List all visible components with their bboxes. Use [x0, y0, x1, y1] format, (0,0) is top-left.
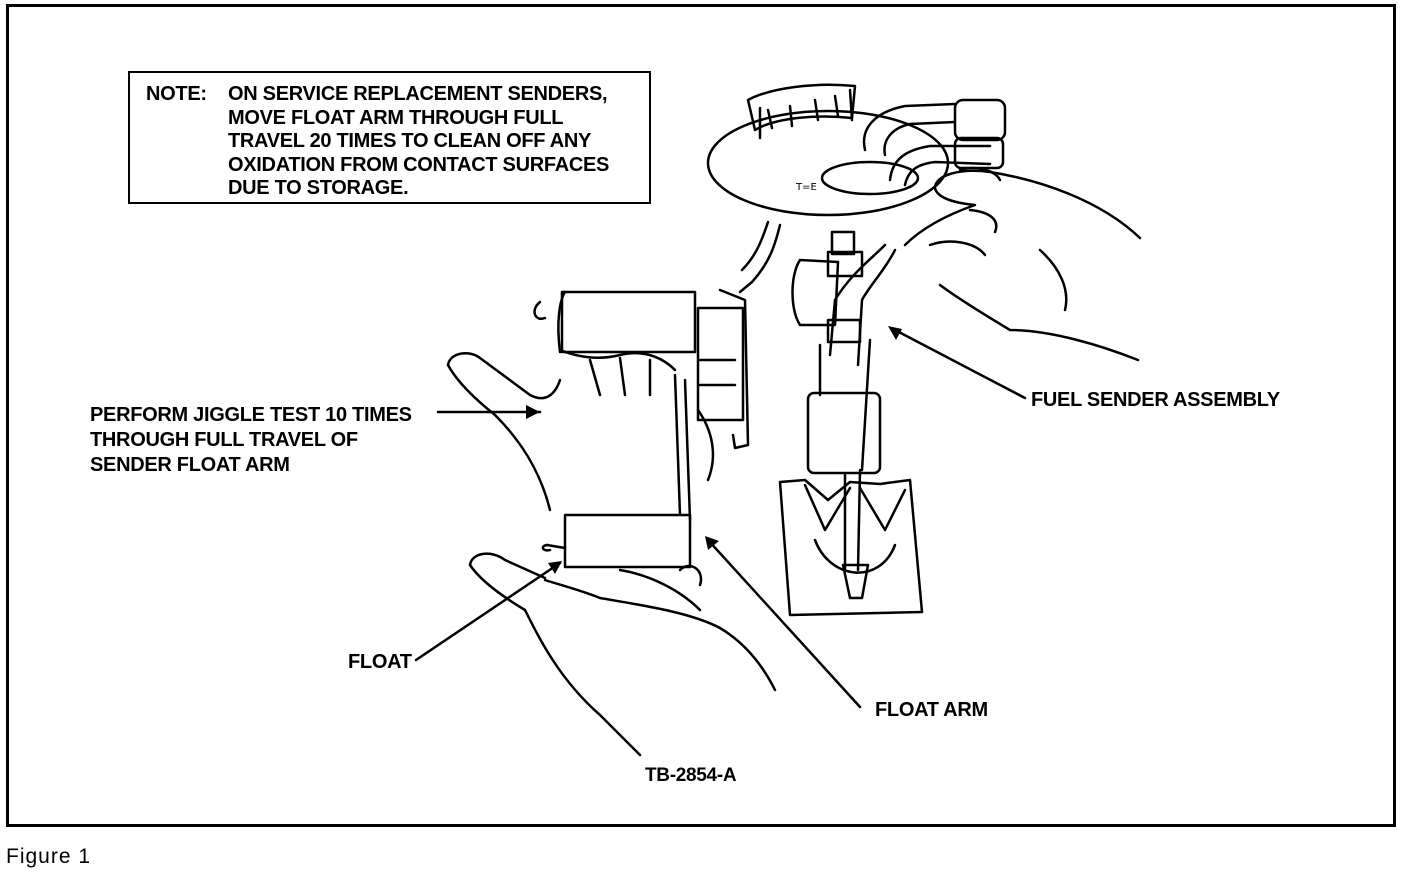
note-line: ON SERVICE REPLACEMENT SENDERS,: [228, 83, 608, 105]
note-line: DUE TO STORAGE.: [228, 177, 409, 199]
svg-text:T=E: T=E: [795, 182, 817, 193]
note-box: NOTE: ON SERVICE REPLACEMENT SENDERS, MO…: [128, 71, 651, 204]
arrowheads: [526, 326, 902, 574]
leader-lines: [414, 328, 1027, 709]
note-text: ON SERVICE REPLACEMENT SENDERS, MOVE FLO…: [228, 83, 609, 201]
note-line: OXIDATION FROM CONTACT SURFACES: [228, 153, 610, 176]
fuel-sender-label: FUEL SENDER ASSEMBLY: [1031, 389, 1280, 411]
float-arm-label: FLOAT ARM: [875, 699, 988, 721]
figure-frame: [6, 4, 1396, 827]
note-line: MOVE FLOAT ARM THROUGH FULL: [228, 106, 564, 129]
sender-flange-drawing: T=E: [706, 83, 1007, 217]
reference-code: TB-2854-A: [645, 765, 737, 786]
jiggle-test-line: PERFORM JIGGLE TEST 10 TIMES: [90, 404, 412, 426]
note-label: NOTE:: [146, 83, 207, 105]
sender-body-drawing: [738, 220, 924, 617]
jiggle-test-label: PERFORM JIGGLE TEST 10 TIMES THROUGH FUL…: [90, 403, 412, 478]
float-label: FLOAT: [348, 651, 412, 673]
jiggle-test-line: SENDER FLOAT ARM: [90, 454, 290, 476]
left-hand-drawing: [446, 348, 777, 757]
jiggle-test-line: THROUGH FULL TRAVEL OF: [90, 429, 358, 451]
right-hand-drawing: [903, 166, 1142, 362]
figure-caption: Figure 1: [6, 845, 92, 868]
note-line: TRAVEL 20 TIMES TO CLEAN OFF ANY: [228, 130, 592, 152]
float-drawing: [533, 288, 750, 569]
